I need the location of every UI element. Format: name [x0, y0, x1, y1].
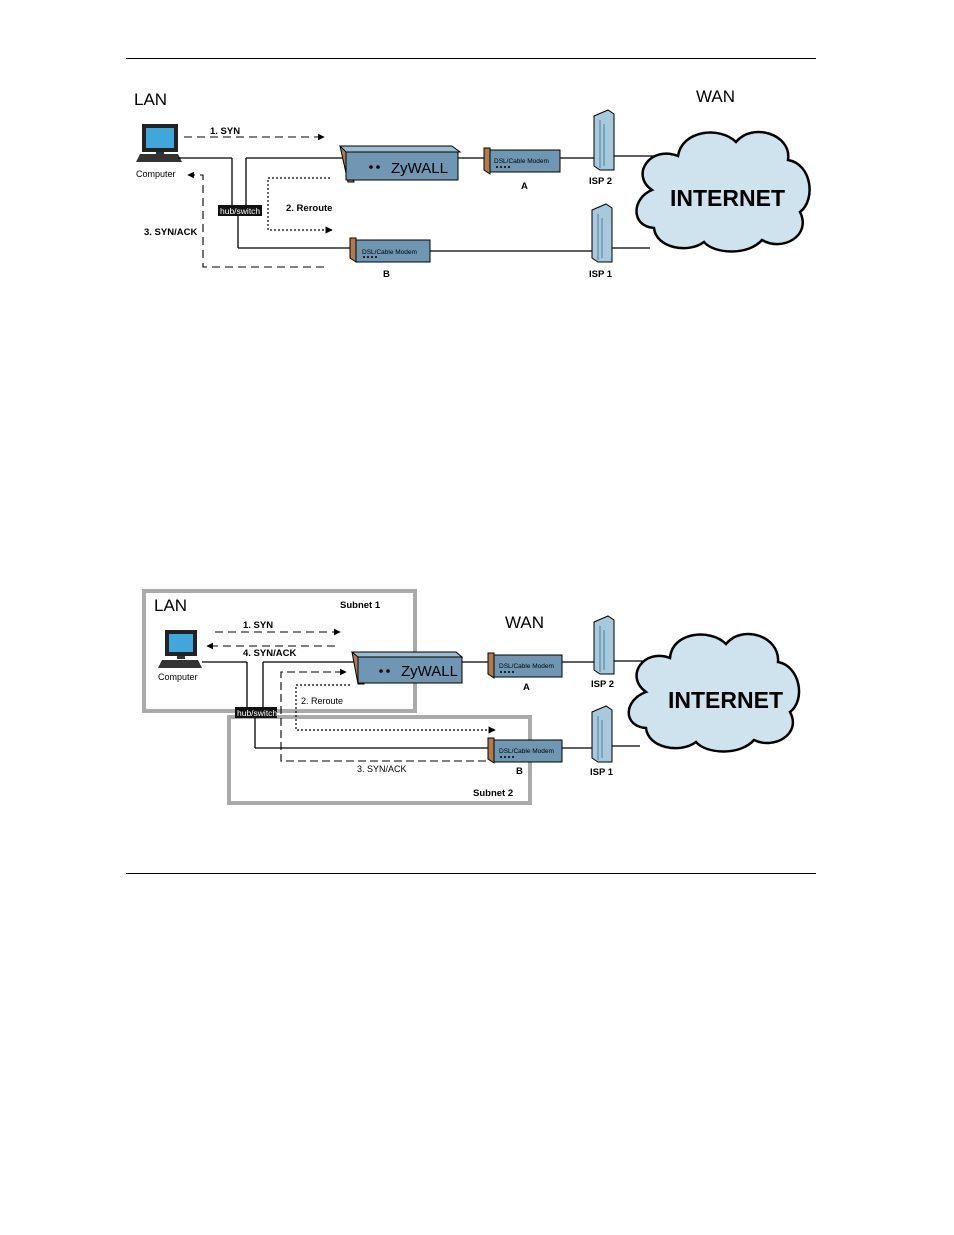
lan-label: LAN: [154, 596, 187, 615]
wan-label: WAN: [696, 87, 735, 106]
computer-label: Computer: [158, 672, 198, 682]
wan-label: WAN: [505, 613, 544, 632]
internet-label: INTERNET: [670, 185, 785, 211]
step1-label: 1. SYN: [210, 126, 240, 137]
subnet-1-label: Subnet 1: [340, 600, 381, 611]
isp1-label: ISP 1: [589, 269, 613, 280]
isp1-label: ISP 1: [590, 767, 614, 778]
step4-label: 4. SYN/ACK: [243, 648, 296, 659]
isp2-label: ISP 2: [591, 679, 614, 690]
hub-switch-label: hub/switch: [220, 206, 260, 216]
isp2-server-icon: [594, 616, 614, 674]
figure-2-diagram: Subnet 1 Subnet 2 LAN WAN Computer hub/s…: [0, 585, 954, 810]
step2-label: 2. Reroute: [286, 203, 332, 214]
subnet-2-label: Subnet 2: [473, 788, 513, 799]
modem-a-label: A: [521, 181, 528, 192]
lan-label: LAN: [134, 90, 167, 109]
step3-label: 3. SYN/ACK: [144, 227, 197, 238]
computer-icon: [136, 124, 182, 162]
internet-label: INTERNET: [668, 687, 783, 713]
computer-icon: [158, 630, 202, 668]
modem-b-label: B: [383, 269, 390, 280]
isp2-label: ISP 2: [589, 176, 612, 187]
top-rule: [126, 58, 816, 59]
zywall-label: ZyWALL: [391, 160, 448, 177]
zywall-label: ZyWALL: [401, 663, 458, 680]
isp2-server-icon: [594, 110, 614, 170]
step1-label: 1. SYN: [243, 620, 273, 631]
synack-arrow: [188, 175, 324, 267]
reroute-arrow: [296, 685, 495, 730]
modem-b-label: B: [516, 766, 523, 777]
figure-1-diagram: LAN WAN Computer hub/switch 1. SYN 2. Re…: [0, 80, 954, 290]
computer-label: Computer: [136, 169, 176, 179]
step2-label: 2. Reroute: [301, 696, 343, 706]
modem-a-label: A: [523, 682, 530, 693]
isp1-server-icon: [592, 204, 612, 262]
step3-label: 3. SYN/ACK: [357, 764, 407, 774]
modem-a-model: DSL/Cable Modem: [499, 663, 554, 670]
modem-b-model: DSL/Cable Modem: [362, 249, 417, 256]
isp1-server-icon: [592, 706, 612, 762]
bottom-rule: [126, 873, 816, 874]
modem-b-model: DSL/Cable Modem: [499, 748, 554, 755]
hub-switch-label: hub/switch: [237, 708, 277, 718]
modem-a-model: DSL/Cable Modem: [494, 158, 549, 165]
